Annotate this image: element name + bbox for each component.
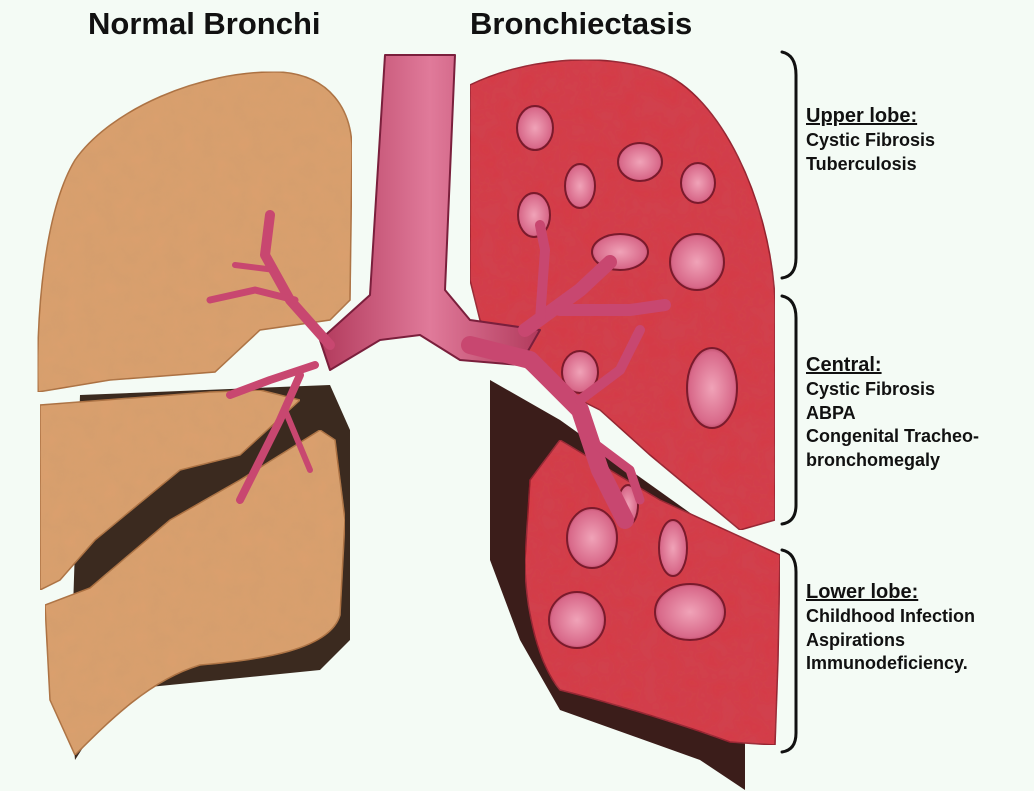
lower-lobe-heading: Lower lobe: [806,580,975,605]
region-brackets [782,52,796,752]
region-upper-lobe: Upper lobe: Cystic Fibrosis Tuberculosis [806,104,935,176]
bracket-lower [782,550,796,752]
upper-lobe-item: Cystic Fibrosis [806,129,935,153]
central-item: Congenital Tracheo- [806,425,979,449]
upper-lobe-item: Tuberculosis [806,153,935,177]
region-lower-lobe: Lower lobe: Childhood Infection Aspirati… [806,580,975,676]
bracket-central [782,296,796,524]
lower-lobe-item: Immunodeficiency. [806,652,975,676]
upper-lobe-heading: Upper lobe: [806,104,935,129]
region-central: Central: Cystic Fibrosis ABPA Congenital… [806,353,979,472]
lower-lobe-item: Aspirations [806,629,975,653]
bracket-upper [782,52,796,278]
central-item: bronchomegaly [806,449,979,473]
lower-lobe-item: Childhood Infection [806,605,975,629]
central-item: ABPA [806,402,979,426]
normal-lung-upper-lobe [38,72,352,392]
central-heading: Central: [806,353,979,378]
central-item: Cystic Fibrosis [806,378,979,402]
